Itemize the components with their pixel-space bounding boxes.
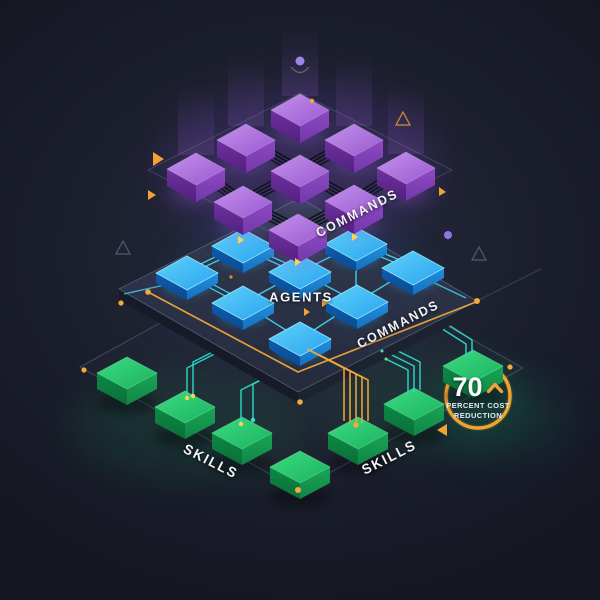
skill-cube [269,450,331,499]
skill-cube [154,390,216,439]
agents-layer [123,226,477,425]
label-agents-layer: AGENTS [269,289,333,305]
decorations [81,56,513,493]
skill-cube [327,416,389,465]
skills-layer [96,349,504,507]
agent-tile [211,285,275,330]
skill-cube [211,416,273,465]
agent-tile [381,250,445,295]
agent-tile [325,284,389,329]
command-cube [270,154,330,204]
command-cube [270,93,330,143]
commands-layer [146,92,454,264]
command-cube [376,151,436,201]
command-cube [324,123,384,173]
skill-cube [383,387,445,436]
command-cube [268,213,328,263]
agent-tile [211,228,275,273]
command-cube [166,152,226,202]
agent-tile [268,254,332,299]
agent-tile [155,255,219,300]
agent-tile [324,226,388,271]
command-cube [213,185,273,235]
command-cube [324,184,384,234]
skill-cube [442,349,504,398]
skill-cube [96,356,158,405]
command-cube [216,123,276,173]
